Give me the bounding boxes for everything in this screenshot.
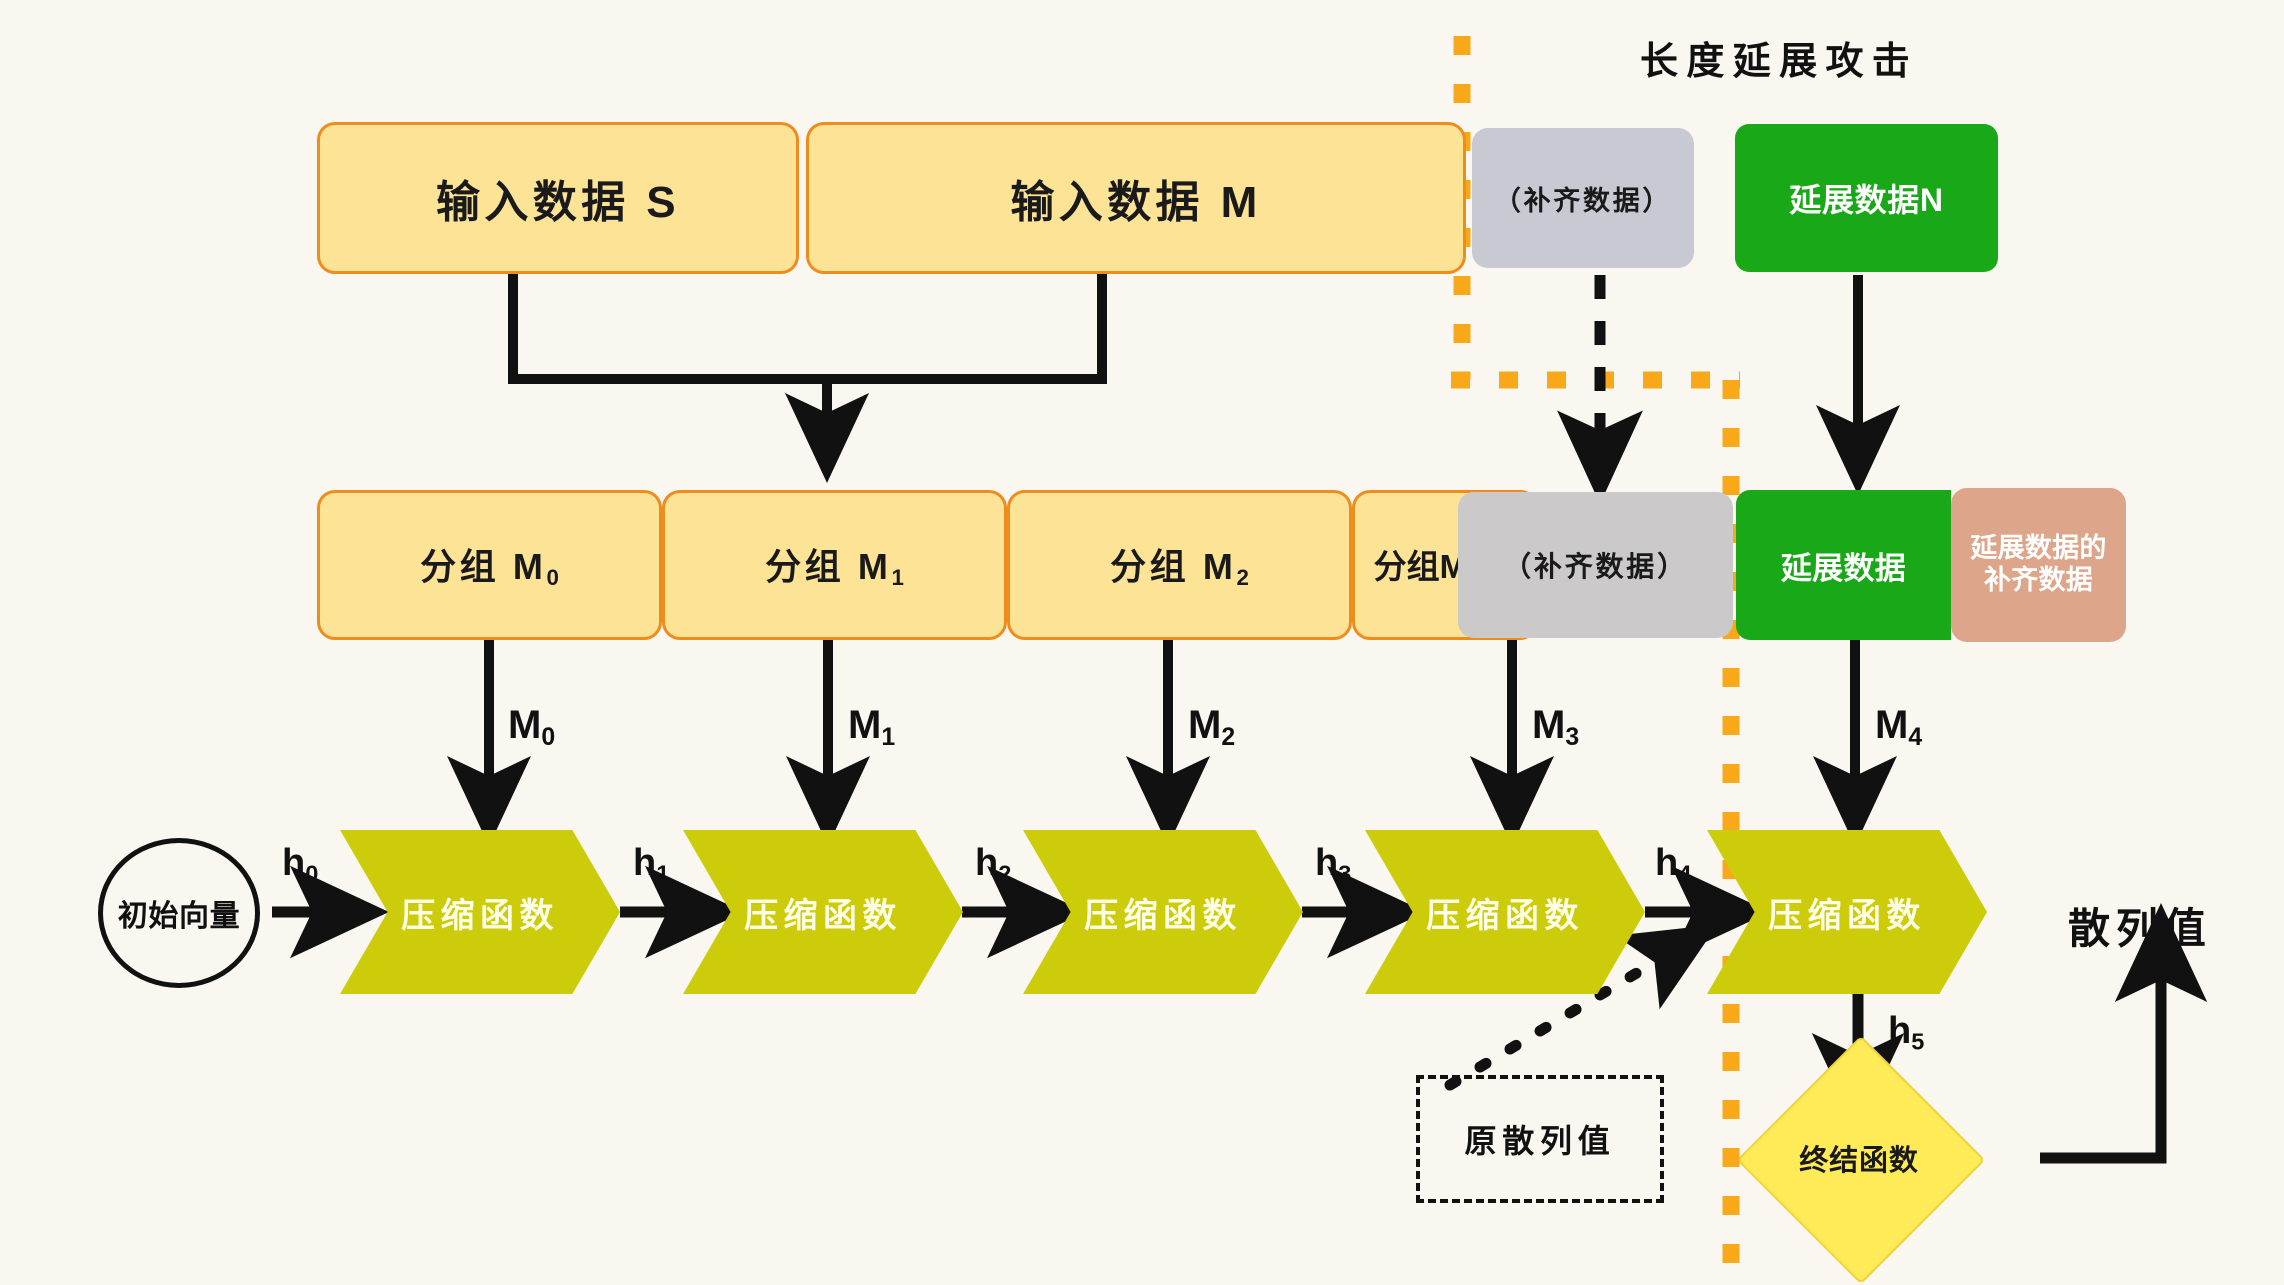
compression-function-3-label: 压缩函数 — [1084, 896, 1242, 935]
extension-data-n: 延展数据N — [1735, 124, 1998, 272]
compression-function-4: 压缩函数 — [1365, 830, 1645, 994]
group-m2: 分组 M2 — [1007, 490, 1352, 640]
chain-label-h4: h4 — [1655, 842, 1692, 887]
chain-label-h1: h1 — [633, 842, 670, 887]
message-label-m1: M1 — [848, 703, 896, 751]
finalization-label-wrap: 终结函数 — [1773, 1072, 1945, 1244]
padding-data-top-label: （补齐数据） — [1493, 185, 1673, 216]
group-m2-label: 分组 M2 — [1110, 546, 1249, 591]
finalization-function: 终结函数 — [1736, 1035, 1986, 1285]
page-title: 长度延展攻击 — [1640, 41, 1919, 83]
padding-data-top: （补齐数据） — [1472, 128, 1694, 268]
compression-function-5-label: 压缩函数 — [1768, 896, 1926, 935]
padding-data-block: （补齐数据） — [1458, 492, 1733, 638]
compression-function-1: 压缩函数 — [340, 830, 620, 994]
hash-output-label: 散列值 — [2068, 905, 2212, 952]
message-label-m0: M0 — [508, 703, 556, 751]
input-data-m: 输入数据 M — [806, 122, 1466, 274]
message-label-m4: M4 — [1875, 703, 1923, 751]
message-label-m2: M2 — [1188, 703, 1236, 751]
chain-label-h3: h3 — [1315, 842, 1352, 887]
split-bracket-connector — [508, 273, 1107, 384]
input-data-m-label: 输入数据 M — [1010, 178, 1262, 227]
compression-function-3: 压缩函数 — [1023, 830, 1303, 994]
padding-data-block-label: （补齐数据） — [1503, 551, 1688, 582]
chain-label-h0: h0 — [282, 842, 319, 887]
compression-function-5: 压缩函数 — [1707, 830, 1987, 994]
extension-data-n-label: 延展数据N — [1789, 182, 1944, 218]
chain-label-h5: h5 — [1888, 1010, 1925, 1055]
group-m0-label: 分组 M0 — [420, 546, 559, 591]
group-m1: 分组 M1 — [662, 490, 1007, 640]
original-hash-label: 原散列值 — [1464, 1123, 1616, 1159]
group-m0: 分组 M0 — [317, 490, 662, 640]
compression-function-2: 压缩函数 — [683, 830, 963, 994]
initial-vector-label: 初始向量 — [117, 900, 241, 933]
initial-vector: 初始向量 — [98, 838, 260, 988]
compression-function-4-label: 压缩函数 — [1426, 896, 1584, 935]
input-data-s: 输入数据 S — [317, 122, 799, 274]
group-m1-label: 分组 M1 — [765, 546, 904, 591]
chain-label-h2: h2 — [975, 842, 1012, 887]
extension-padding-line-1: 延展数据的 — [1970, 533, 2107, 564]
input-data-s-label: 输入数据 S — [436, 178, 680, 227]
compression-function-2-label: 压缩函数 — [744, 896, 902, 935]
extension-padding-block: 延展数据的 补齐数据 — [1951, 488, 2126, 642]
extension-data-block: 延展数据 — [1736, 490, 1951, 640]
compression-function-1-label: 压缩函数 — [401, 896, 559, 935]
hash-output-arrow — [2040, 903, 2208, 1164]
extension-padding-line-2: 补齐数据 — [1983, 565, 2094, 595]
extension-data-block-label: 延展数据 — [1780, 550, 1907, 586]
original-hash-box: 原散列值 — [1416, 1075, 1664, 1203]
message-label-m3: M3 — [1532, 703, 1580, 751]
finalization-label: 终结函数 — [1799, 1145, 1919, 1177]
